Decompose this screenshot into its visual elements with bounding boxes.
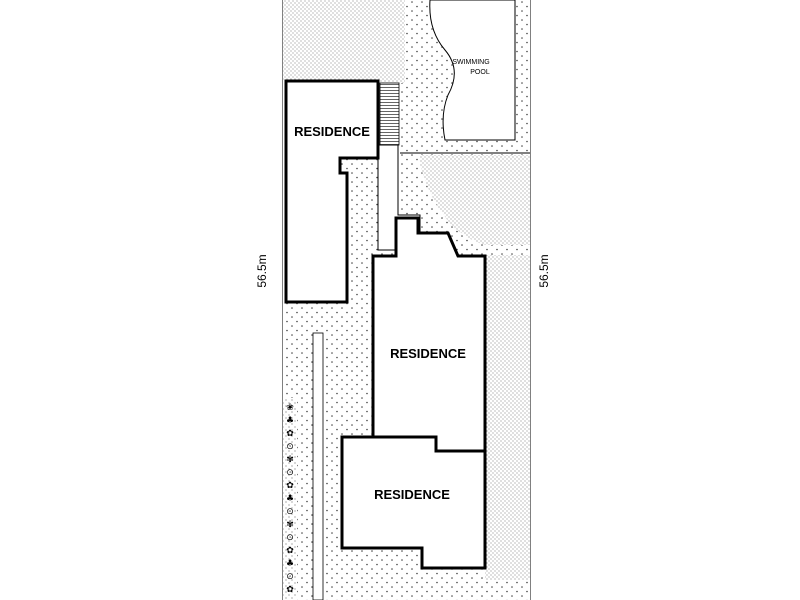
pool-label-line2: POOL — [470, 69, 490, 76]
plant-symbols: ❀ ♣ ✿ ⊙ ✾ ⊙ ✿ ♣ ⊙ ✾ ⊙ ✿ ♣ ⊙ ✿ — [286, 403, 294, 595]
garden-right-strip — [485, 255, 530, 580]
plant-symbol: ⊙ — [286, 442, 294, 452]
residence-top-outline — [284, 79, 380, 304]
garden-top-left — [283, 0, 405, 83]
plant-symbol: ✿ — [286, 429, 294, 439]
plant-symbol: ♣ — [286, 559, 294, 569]
dimension-right-label: 56.5m — [537, 254, 551, 287]
dimension-left-label: 56.5m — [255, 254, 269, 287]
residence-bottom-label: RESIDENCE — [374, 487, 450, 502]
plant-symbol: ♣ — [286, 494, 294, 504]
residence-middle-label: RESIDENCE — [390, 346, 466, 361]
plant-symbol: ✾ — [286, 520, 294, 530]
plant-symbol: ⊙ — [286, 533, 294, 543]
plant-symbol: ⊙ — [286, 572, 294, 582]
residence-bottom-outline — [340, 435, 487, 570]
plant-symbol: ✿ — [286, 546, 294, 556]
plant-symbol: ♣ — [286, 416, 294, 426]
stairs — [379, 82, 400, 146]
residence-top-label: RESIDENCE — [294, 124, 370, 139]
pool-label-line1: SWIMMING — [452, 59, 489, 66]
swimming-pool: SWIMMING POOL — [429, 0, 516, 141]
side-path — [312, 332, 324, 600]
plant-symbol: ⊙ — [286, 468, 294, 478]
plant-symbol: ⊙ — [286, 507, 294, 517]
plant-symbol: ✿ — [286, 481, 294, 491]
lawn-strip — [283, 398, 297, 600]
garden-upper-right — [420, 155, 530, 245]
plant-symbol: ✿ — [286, 585, 294, 595]
plant-symbol: ✾ — [286, 455, 294, 465]
plant-symbol: ❀ — [286, 403, 294, 413]
